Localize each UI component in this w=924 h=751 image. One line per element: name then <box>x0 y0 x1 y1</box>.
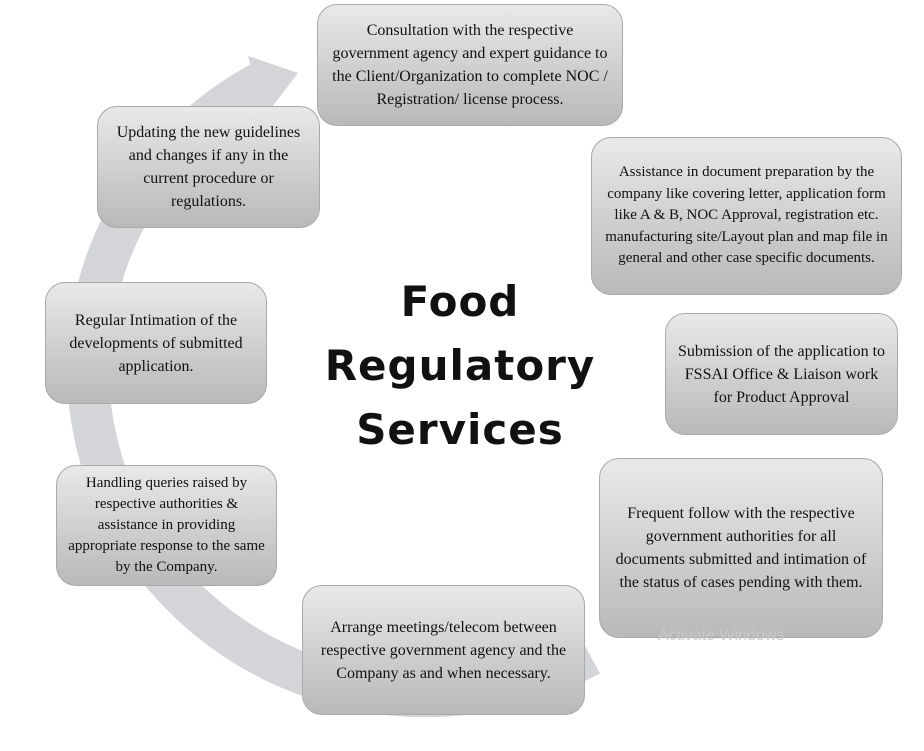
watermark-text: Activate Windows <box>658 627 785 644</box>
step-submission: Submission of the application to FSSAI O… <box>665 313 898 435</box>
step-consultation-text: Consultation with the respective governm… <box>332 22 608 108</box>
step-handling-queries-text: Handling queries raised by respective au… <box>68 475 265 575</box>
step-updating-guidelines: Updating the new guidelines and changes … <box>97 106 320 228</box>
step-arrange-meetings: Arrange meetings/telecom between respect… <box>302 585 585 715</box>
step-submission-text: Submission of the application to FSSAI O… <box>677 342 886 406</box>
cycle-arrow-head <box>248 56 298 116</box>
step-handling-queries: Handling queries raised by respective au… <box>56 465 277 586</box>
step-follow-up-text: Frequent follow with the respective gove… <box>615 505 867 591</box>
step-document-preparation-text: Assistance in document preparation by th… <box>605 164 888 267</box>
step-regular-intimation: Regular Intimation of the developments o… <box>45 282 267 404</box>
center-title-line-3: Services <box>356 405 564 454</box>
step-arrange-meetings-text: Arrange meetings/telecom between respect… <box>320 618 567 682</box>
step-regular-intimation-text: Regular Intimation of the developments o… <box>69 311 243 375</box>
center-title: Food Regulatory Services <box>300 270 620 462</box>
center-title-line-2: Regulatory <box>324 341 596 390</box>
step-follow-up: Frequent follow with the respective gove… <box>599 458 883 638</box>
step-document-preparation: Assistance in document preparation by th… <box>591 137 902 295</box>
step-consultation: Consultation with the respective governm… <box>317 4 623 126</box>
center-title-line-1: Food <box>400 277 520 326</box>
step-updating-guidelines-text: Updating the new guidelines and changes … <box>116 124 301 210</box>
